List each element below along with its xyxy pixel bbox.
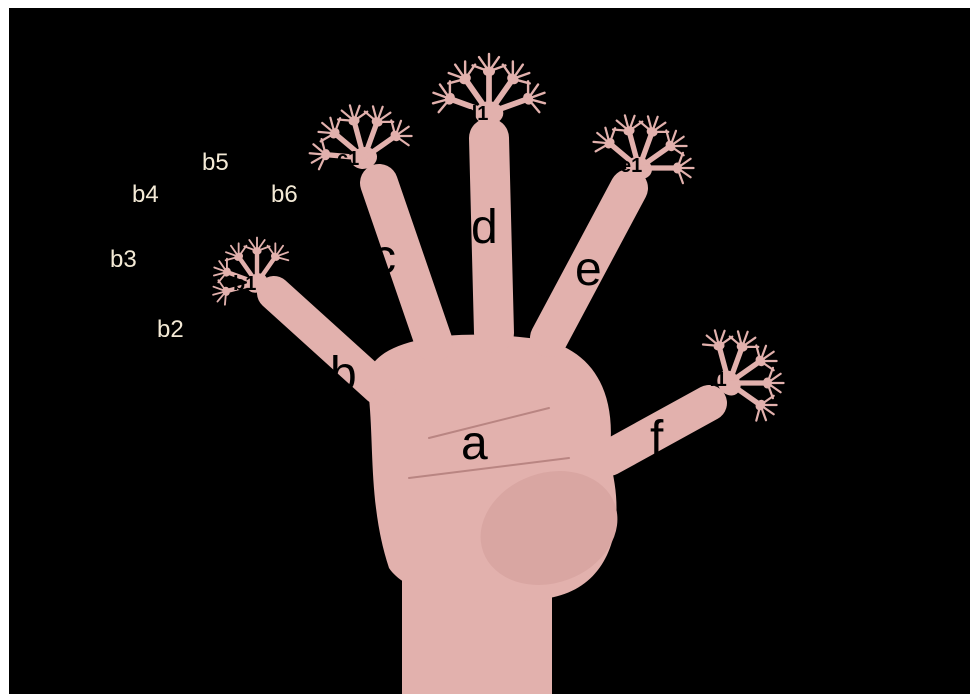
- label-b5: b5: [202, 151, 229, 175]
- label-a: a: [461, 420, 488, 468]
- label-b6: b6: [271, 183, 298, 207]
- label-b3: b3: [110, 248, 137, 272]
- label-b4: b4: [132, 183, 159, 207]
- label-e1: e1: [620, 156, 642, 176]
- image-frame: a b c d e f b1 c1 d1 e1 f1 b2 b3 b4 b5 b…: [9, 8, 970, 694]
- label-e: e: [575, 246, 602, 294]
- label-b: b: [330, 351, 357, 399]
- label-f: f: [650, 415, 663, 463]
- label-b1: b1: [233, 274, 256, 294]
- label-f1: f1: [709, 370, 727, 390]
- label-c: c: [372, 234, 396, 282]
- label-c1: c1: [337, 149, 359, 169]
- fractal-hand: [9, 8, 970, 694]
- label-d: d: [471, 204, 498, 252]
- label-b2: b2: [157, 318, 184, 342]
- label-d1: d1: [465, 104, 488, 124]
